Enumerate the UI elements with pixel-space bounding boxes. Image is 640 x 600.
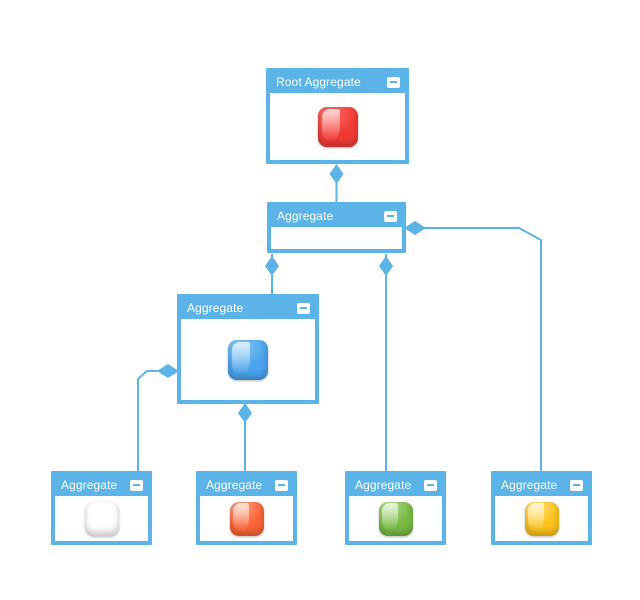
- node-agg-orange[interactable]: Aggregate: [196, 471, 297, 545]
- node-body: [181, 319, 315, 400]
- aggregation-diamond: [404, 221, 426, 235]
- node-title: Aggregate: [206, 478, 263, 492]
- node-title: Aggregate: [355, 478, 412, 492]
- edge-e-agg2-yellow[interactable]: [414, 227, 542, 471]
- node-header[interactable]: Aggregate: [199, 474, 294, 496]
- node-body: [200, 496, 293, 541]
- pink-rounded-square[interactable]: [85, 502, 119, 536]
- node-header[interactable]: Aggregate: [54, 474, 149, 496]
- minimize-icon[interactable]: [130, 479, 143, 491]
- edge-e-agg3-pink[interactable]: [137, 370, 169, 471]
- node-agg-pink[interactable]: Aggregate: [51, 471, 152, 545]
- node-header[interactable]: Aggregate: [494, 474, 589, 496]
- aggregation-diamond: [329, 164, 344, 184]
- node-header[interactable]: Aggregate: [270, 205, 403, 227]
- yellow-rounded-square[interactable]: [524, 501, 559, 536]
- node-title: Aggregate: [277, 209, 334, 223]
- node-body: [271, 227, 402, 249]
- minimize-icon[interactable]: [297, 302, 310, 314]
- node-title: Aggregate: [61, 478, 118, 492]
- node-body: [495, 496, 588, 541]
- orange-rounded-square[interactable]: [229, 501, 264, 536]
- green-rounded-square[interactable]: [378, 501, 413, 536]
- minimize-icon[interactable]: [387, 76, 400, 88]
- node-agg-level2[interactable]: Aggregate: [267, 202, 406, 253]
- node-agg-green[interactable]: Aggregate: [345, 471, 446, 545]
- node-agg-yellow[interactable]: Aggregate: [491, 471, 592, 545]
- node-title: Aggregate: [501, 478, 558, 492]
- aggregation-diamond: [157, 364, 179, 378]
- red-rounded-square[interactable]: [317, 106, 358, 147]
- node-body: [270, 93, 405, 160]
- node-title: Root Aggregate: [276, 75, 361, 89]
- aggregation-diamond: [265, 256, 279, 276]
- node-body: [55, 496, 148, 541]
- node-root[interactable]: Root Aggregate: [266, 68, 409, 164]
- aggregation-diamond: [379, 256, 393, 276]
- minimize-icon[interactable]: [424, 479, 437, 491]
- node-header[interactable]: Aggregate: [180, 297, 316, 319]
- blue-rounded-square[interactable]: [228, 339, 268, 380]
- minimize-icon[interactable]: [570, 479, 583, 491]
- aggregation-diamond: [238, 403, 252, 423]
- minimize-icon[interactable]: [275, 479, 288, 491]
- node-header[interactable]: Root Aggregate: [269, 71, 406, 93]
- node-title: Aggregate: [187, 301, 244, 315]
- node-body: [349, 496, 442, 541]
- node-agg-level3[interactable]: Aggregate: [177, 294, 319, 404]
- minimize-icon[interactable]: [384, 210, 397, 222]
- node-header[interactable]: Aggregate: [348, 474, 443, 496]
